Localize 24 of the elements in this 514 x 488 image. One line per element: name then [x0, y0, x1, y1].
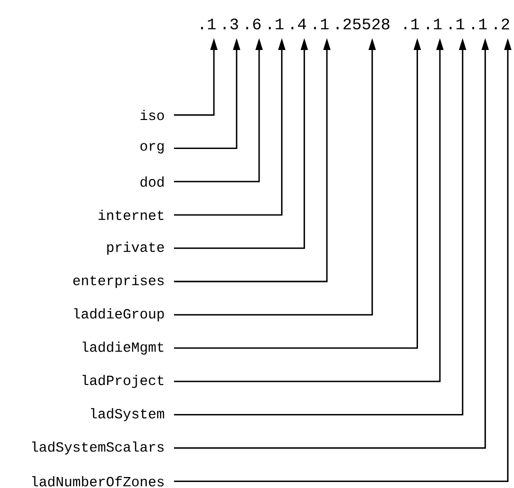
object-name: iso [140, 110, 164, 120]
object-name: dod [140, 176, 164, 187]
oid-number: .3 [224, 18, 238, 30]
oid-number: .1 [201, 18, 216, 30]
oid-number: .1 [450, 18, 464, 30]
object-name: ladNumberOfZones [32, 476, 164, 486]
oid-number: .4 [291, 18, 306, 30]
object-name: org [140, 143, 164, 154]
object-name: ladProject [82, 374, 164, 388]
oid-number: .6 [246, 18, 261, 30]
object-name: laddieMgmt [82, 342, 164, 355]
oid-number: .1 [314, 18, 329, 30]
object-name: internet [98, 210, 164, 220]
object-name: private [107, 242, 164, 255]
oid-number: .1 [268, 18, 284, 30]
oid-number: .1 [427, 18, 442, 30]
oid-number: .1 [472, 18, 487, 30]
object-name: enterprises [73, 274, 164, 288]
object-name: ladSystem [91, 408, 164, 422]
oid-number: .25528 [336, 18, 390, 30]
object-name: ladSystemScalars [32, 441, 164, 455]
object-name: laddieGroup [74, 308, 164, 322]
oid-number: .2 [494, 18, 510, 30]
oid-number: .1 [404, 18, 420, 30]
